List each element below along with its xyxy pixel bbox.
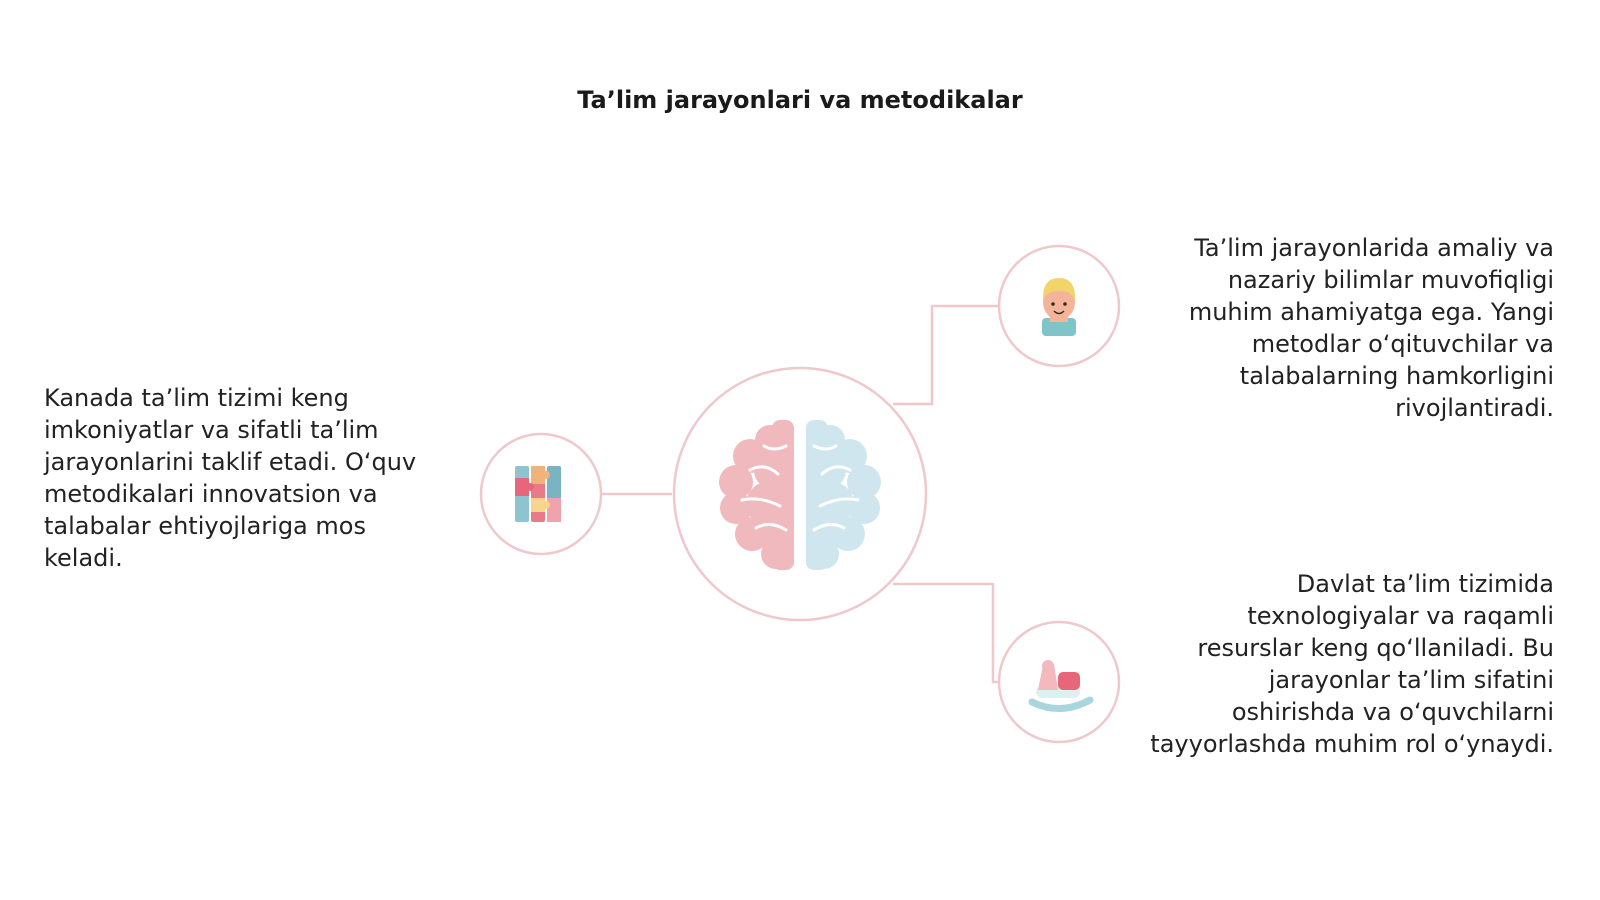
brain-icon <box>719 418 881 572</box>
rocking-horse-icon <box>1028 660 1094 712</box>
left-node <box>479 432 603 556</box>
child-face-icon <box>1042 278 1076 336</box>
connector-top-right <box>893 304 998 406</box>
center-node <box>672 366 928 622</box>
connectors <box>602 304 998 684</box>
page-title: Ta’lim jarayonlari va metodikalar <box>577 86 1023 114</box>
bottom-right-description: Davlat ta’lim tizimida texnologiyalar va… <box>1150 570 1554 758</box>
left-description: Kanada ta’lim tizimi keng imkoniyatlar v… <box>44 384 417 572</box>
puzzle-icon <box>515 466 561 522</box>
connector-bottom-right <box>893 582 998 684</box>
top-right-node <box>997 244 1121 368</box>
bottom-right-node <box>997 620 1121 744</box>
top-right-description: Ta’lim jarayonlarida amaliy va nazariy b… <box>1188 234 1554 422</box>
